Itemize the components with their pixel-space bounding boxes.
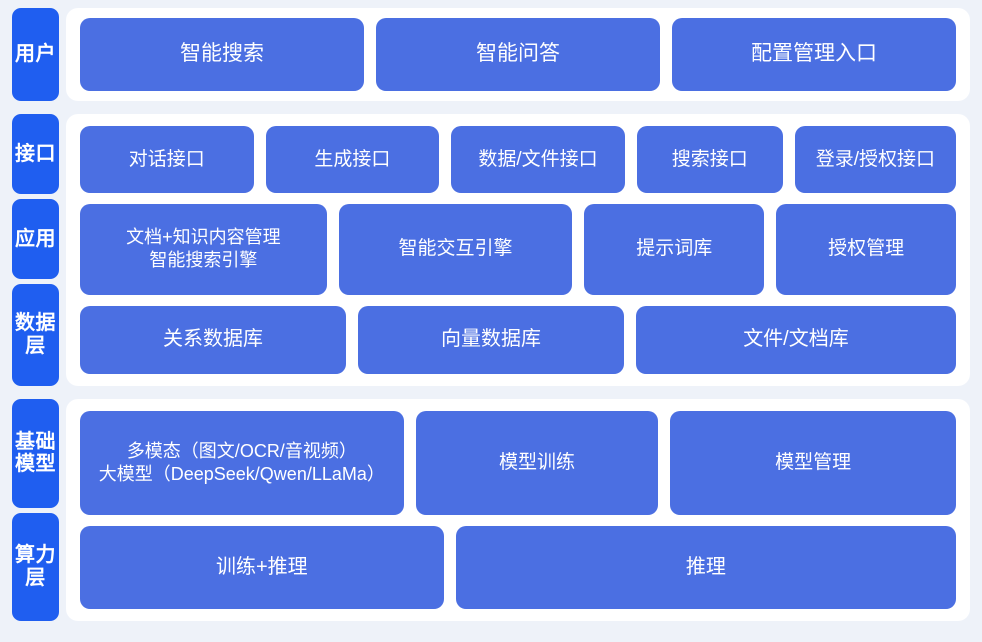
row-model: 多模态（图文/OCR/音视频） 大模型（DeepSeek/Qwen/LLaMa）… (80, 411, 956, 516)
card-smart-interaction-engine[interactable]: 智能交互引擎 (338, 204, 573, 295)
card-authorization-management[interactable]: 授权管理 (776, 204, 956, 295)
label-column-user: 用户 (12, 8, 59, 101)
card-smart-search[interactable]: 智能搜索 (80, 18, 364, 91)
band-platform: 接口 应用 数据层 对话接口 生成接口 数据/文件接口 搜索接口 登录/授权接口… (12, 114, 970, 387)
card-smart-qa[interactable]: 智能问答 (376, 18, 660, 91)
label-column-platform: 接口 应用 数据层 (12, 114, 59, 387)
panel-platform: 对话接口 生成接口 数据/文件接口 搜索接口 登录/授权接口 文档+知识内容管理… (66, 114, 970, 386)
row-interface: 对话接口 生成接口 数据/文件接口 搜索接口 登录/授权接口 (80, 126, 957, 194)
card-prompt-library[interactable]: 提示词库 (584, 204, 765, 295)
layer-label-application: 应用 (12, 198, 59, 279)
panel-user: 智能搜索 智能问答 配置管理入口 (66, 8, 970, 101)
card-multimodal-large-model[interactable]: 多模态（图文/OCR/音视频） 大模型（DeepSeek/Qwen/LLaMa） (80, 411, 404, 516)
card-vector-database[interactable]: 向量数据库 (357, 305, 624, 374)
card-model-training[interactable]: 模型训练 (415, 411, 659, 516)
card-config-management-entry[interactable]: 配置管理入口 (672, 18, 956, 91)
layer-label-user: 用户 (12, 8, 59, 101)
card-relational-database[interactable]: 关系数据库 (80, 305, 346, 374)
card-dialog-api[interactable]: 对话接口 (80, 126, 254, 194)
layer-label-data: 数据层 (12, 283, 59, 387)
card-file-document-store[interactable]: 文件/文档库 (635, 305, 957, 374)
card-search-api[interactable]: 搜索接口 (636, 126, 783, 194)
band-user: 用户 智能搜索 智能问答 配置管理入口 (12, 8, 970, 101)
card-inference[interactable]: 推理 (455, 526, 956, 609)
label-column-foundation: 基础模型 算力层 (12, 399, 59, 621)
row-data: 关系数据库 向量数据库 文件/文档库 (80, 305, 957, 374)
card-training-inference[interactable]: 训练+推理 (80, 526, 444, 609)
card-document-knowledge-management[interactable]: 文档+知识内容管理 智能搜索引擎 (80, 204, 327, 295)
layer-label-compute: 算力层 (12, 512, 59, 621)
card-model-management[interactable]: 模型管理 (670, 411, 956, 516)
panel-foundation: 多模态（图文/OCR/音视频） 大模型（DeepSeek/Qwen/LLaMa）… (66, 399, 970, 621)
row-user: 智能搜索 智能问答 配置管理入口 (80, 18, 956, 91)
row-compute: 训练+推理 推理 (80, 526, 956, 609)
band-foundation: 基础模型 算力层 多模态（图文/OCR/音视频） 大模型（DeepSeek/Qw… (12, 399, 970, 621)
layer-label-interface: 接口 (12, 114, 59, 194)
card-generation-api[interactable]: 生成接口 (265, 126, 440, 194)
layer-label-foundation-model: 基础模型 (12, 399, 59, 508)
card-login-auth-api[interactable]: 登录/授权接口 (794, 126, 957, 194)
card-data-file-api[interactable]: 数据/文件接口 (451, 126, 625, 194)
row-application: 文档+知识内容管理 智能搜索引擎 智能交互引擎 提示词库 授权管理 (80, 204, 956, 295)
